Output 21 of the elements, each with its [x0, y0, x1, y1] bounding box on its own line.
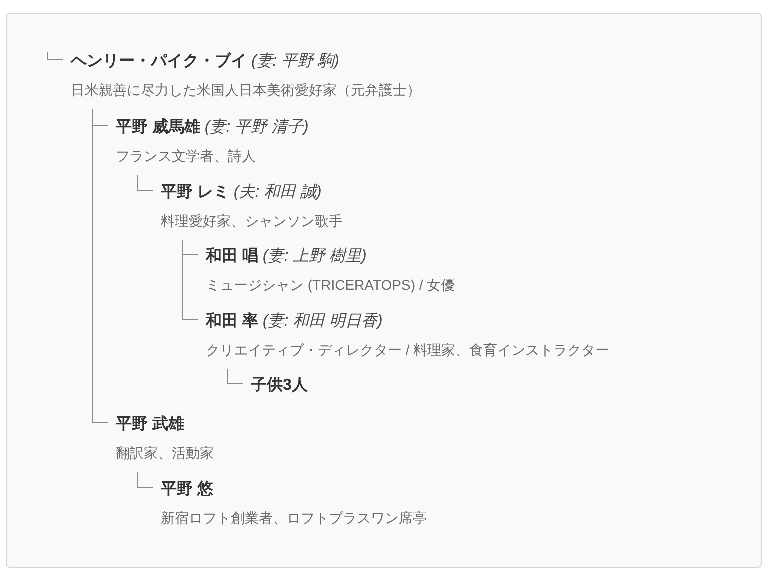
name-heading: 和田 率 (妻: 和田 明日香): [206, 312, 383, 332]
description: フランス文学者、詩人: [116, 147, 256, 165]
description: クリエイティブ・ディレクター / 料理家、食育インストラクター: [206, 341, 610, 359]
name-heading: 子供3人: [251, 376, 308, 396]
tree-line: [137, 472, 154, 488]
name-heading: 平野 威馬雄 (妻: 平野 清子): [116, 118, 309, 138]
description: 日米親善に尽力した米国人日本美術愛好家（元弁護士）: [71, 81, 421, 99]
description: 料理愛好家、シャンソン歌手: [161, 212, 343, 230]
name-heading: 平野 レミ (夫: 和田 誠): [161, 183, 322, 203]
name-heading: 平野 悠: [161, 480, 214, 500]
tree-line: [227, 368, 244, 384]
name-heading: 和田 唱 (妻: 上野 樹里): [206, 247, 367, 267]
name-heading: ヘンリー・パイク・ブイ (妻: 平野 駒): [71, 52, 340, 72]
tree-line: [137, 174, 154, 191]
name-heading: 平野 武雄: [116, 415, 184, 435]
description: 新宿ロフト創業者、ロフトプラスワン席亭: [161, 509, 427, 527]
tree-line: [182, 240, 198, 320]
description: ミュージシャン (TRICERATOPS) / 女優: [206, 276, 456, 294]
tree-line: [92, 108, 108, 423]
description: 翻訳家、活動家: [116, 444, 214, 462]
tree-line: [47, 52, 64, 60]
